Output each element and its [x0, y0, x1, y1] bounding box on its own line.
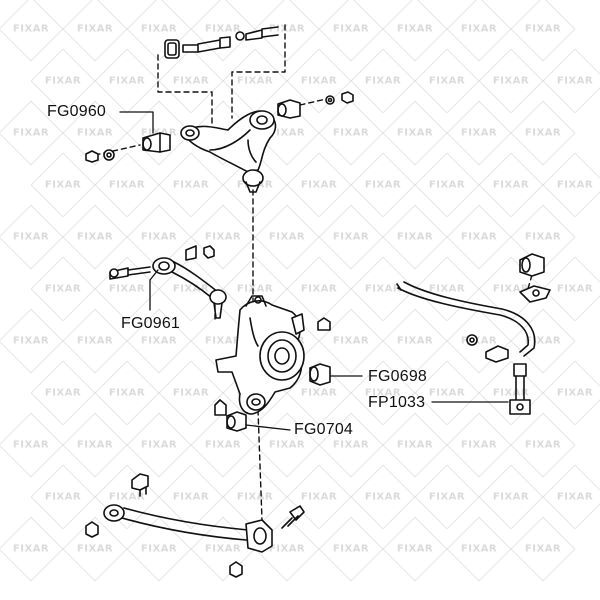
upper-arm-bushing-fg0960 [142, 132, 171, 153]
lower-bushing-fg0704 [226, 411, 247, 432]
stabilizer-link-fp1033 [485, 345, 531, 415]
upper-control-arm [180, 110, 277, 193]
upper-link-fg0961 [109, 245, 227, 319]
callout-fg0698: FG0698 [368, 368, 428, 385]
knuckle-small-parts [214, 317, 331, 416]
upper-arm-right-bushing [277, 91, 354, 119]
callout-leaders [119, 111, 509, 431]
assembly-dashed-lines [94, 24, 533, 521]
lower-control-arm [85, 473, 305, 578]
rear-knuckle [215, 295, 305, 415]
upper-arm-top-bolts [164, 26, 279, 59]
callout-fp1033: FP1033 [368, 394, 426, 411]
callout-fg0961: FG0961 [121, 315, 181, 332]
upper-arm-left-nuts [85, 149, 115, 163]
stabilizer-bar [396, 253, 551, 357]
callout-fg0960: FG0960 [47, 103, 107, 120]
callout-fg0704: FG0704 [294, 421, 354, 438]
knuckle-bushing-fg0698 [309, 363, 331, 386]
